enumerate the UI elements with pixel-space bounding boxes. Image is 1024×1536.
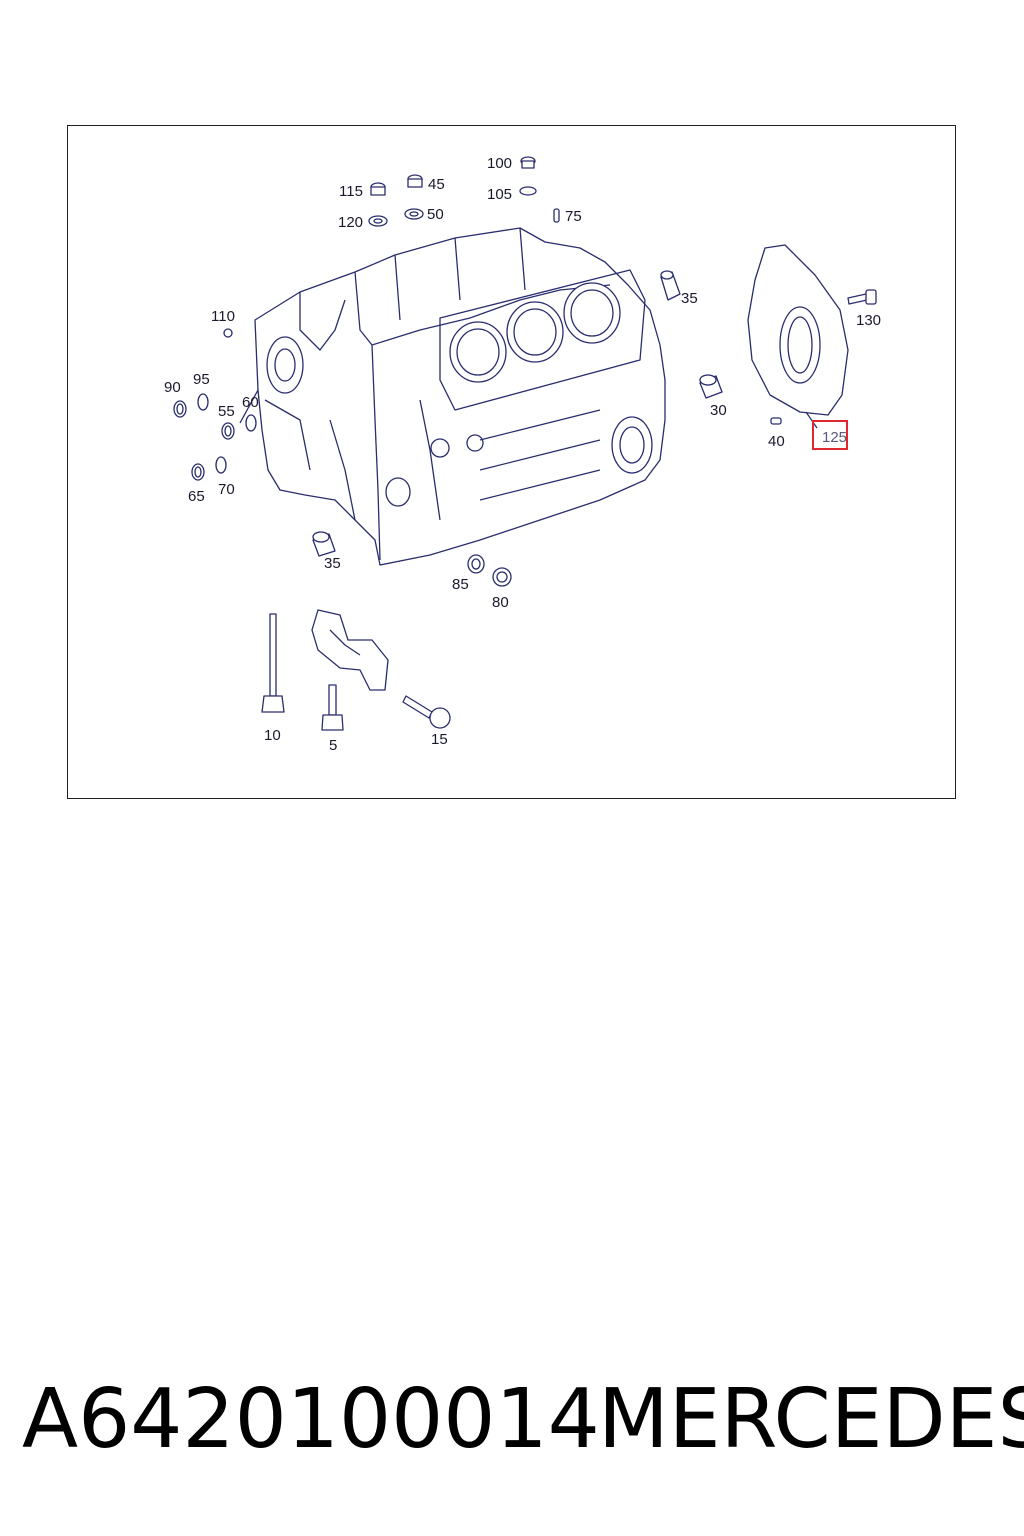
callout-95[interactable]: 95 xyxy=(193,371,210,388)
callout-40[interactable]: 40 xyxy=(768,433,785,450)
small-parts xyxy=(173,156,877,587)
callout-130[interactable]: 130 xyxy=(856,312,882,329)
diagram-frame xyxy=(67,125,956,799)
leader-lines xyxy=(239,389,818,429)
callout-70[interactable]: 70 xyxy=(218,481,235,498)
callout-50[interactable]: 50 xyxy=(427,206,444,223)
callout-55[interactable]: 55 xyxy=(218,403,235,420)
callout-90[interactable]: 90 xyxy=(164,379,181,396)
callout-80[interactable]: 80 xyxy=(492,594,509,611)
callout-15[interactable]: 15 xyxy=(431,731,448,748)
callout-125-highlight xyxy=(812,420,848,450)
callout-85[interactable]: 85 xyxy=(452,576,469,593)
callout-60[interactable]: 60 xyxy=(242,394,259,411)
callout-10[interactable]: 10 xyxy=(264,727,281,744)
callout-75[interactable]: 75 xyxy=(565,208,582,225)
engine-block xyxy=(254,227,666,566)
callout-100[interactable]: 100 xyxy=(487,155,513,172)
callout-5[interactable]: 5 xyxy=(329,737,338,754)
caption: A6420100014 MERCEDES xyxy=(0,1372,1024,1472)
rear-cover-plate xyxy=(747,244,849,416)
callout-35-upper[interactable]: 35 xyxy=(681,290,698,307)
callout-35-lower[interactable]: 35 xyxy=(324,555,341,572)
callout-120[interactable]: 120 xyxy=(338,214,364,231)
callout-105[interactable]: 105 xyxy=(487,186,513,203)
callout-30[interactable]: 30 xyxy=(710,402,727,419)
callout-125[interactable]: 125 xyxy=(822,429,848,446)
bolts-and-bracket xyxy=(261,609,451,731)
callout-65[interactable]: 65 xyxy=(188,488,205,505)
callout-110[interactable]: 110 xyxy=(211,308,235,325)
brand-name: MERCEDES xyxy=(598,1372,1024,1467)
callout-115[interactable]: 115 xyxy=(339,183,363,200)
callout-45[interactable]: 45 xyxy=(428,176,445,193)
part-number: A6420100014 xyxy=(22,1372,600,1467)
